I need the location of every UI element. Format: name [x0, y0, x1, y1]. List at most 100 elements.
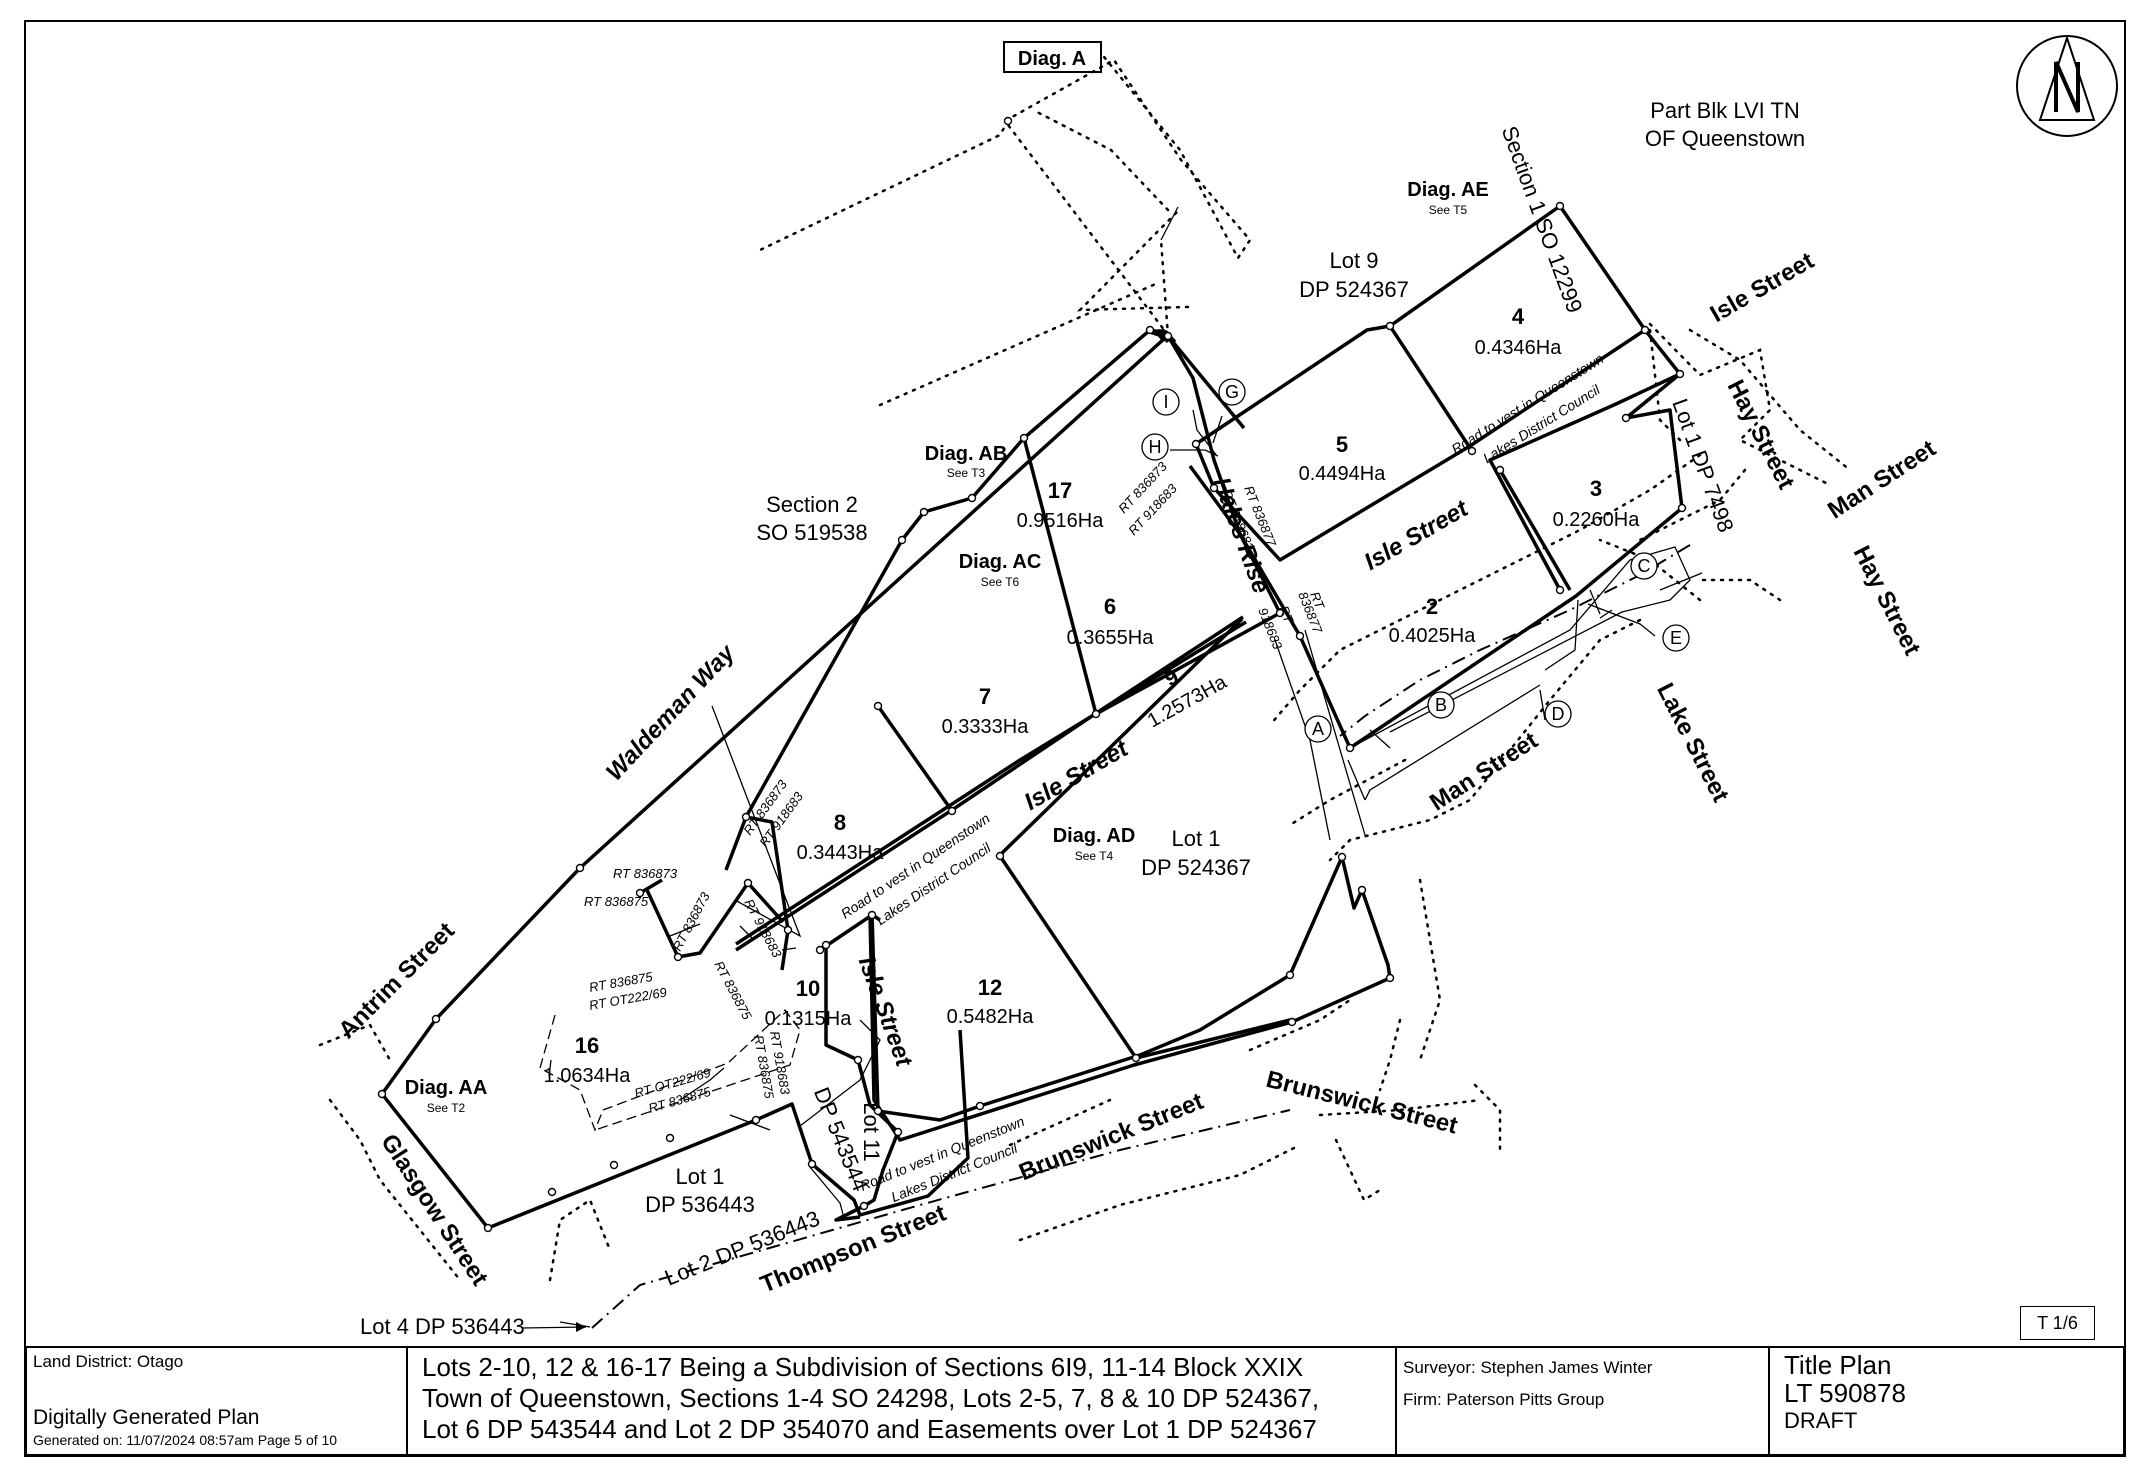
svg-text:Diag. AA: Diag. AA [405, 1077, 488, 1099]
diagram-a-label: Diag. A [1003, 41, 1102, 73]
svg-text:SO 519538: SO 519538 [756, 520, 867, 545]
svg-text:Isle Street: Isle Street [853, 953, 918, 1071]
title-block-plan: Title Plan LT 590878 DRAFT [1770, 1348, 2123, 1454]
svg-text:Lake Street: Lake Street [1651, 679, 1734, 807]
lot-5-area: 0.4494Ha [1299, 463, 1387, 485]
svg-text:RT 836875: RT 836875 [711, 958, 755, 1022]
title-block: Land District: Otago Digitally Generated… [25, 1346, 2125, 1456]
svg-text:Isle Street: Isle Street [1360, 495, 1474, 576]
lot-7-area: 0.3333Ha [942, 716, 1030, 738]
svg-text:RT 836873: RT 836873 [613, 866, 678, 881]
svg-text:H: H [1149, 437, 1162, 457]
svg-text:Section 1 SO 12299: Section 1 SO 12299 [1497, 123, 1588, 317]
lot-6-number: 6 [1104, 594, 1116, 619]
lot-17-area: 0.9516Ha [1017, 510, 1105, 532]
street-names: Isle Street Hay Street Man Street Hay St… [333, 247, 1940, 1298]
svg-text:See T3: See T3 [947, 466, 986, 480]
lot-6-area: 0.3655Ha [1067, 627, 1155, 649]
svg-text:Section 2: Section 2 [766, 492, 858, 517]
marker-d: D [1544, 700, 1572, 728]
description-line-1: Lots 2-10, 12 & 16-17 Being a Subdivisio… [422, 1352, 1304, 1382]
svg-text:See T2: See T2 [427, 1101, 466, 1115]
surveyor: Surveyor: Stephen James Winter [1403, 1358, 1653, 1377]
svg-text:RT 836875: RT 836875 [584, 894, 649, 909]
svg-text:Lot 11: Lot 11 [859, 1102, 884, 1162]
svg-text:Man Street: Man Street [1823, 435, 1941, 524]
svg-text:G: G [1225, 382, 1239, 402]
marker-c: C [1630, 552, 1658, 580]
svg-text:Diag. AB: Diag. AB [925, 443, 1008, 465]
plan-type: Digitally Generated Plan [33, 1406, 260, 1429]
title-block-description: Lots 2-10, 12 & 16-17 Being a Subdivisio… [408, 1348, 1397, 1454]
svg-text:See T6: See T6 [981, 575, 1020, 589]
lot-2-area: 0.4025Ha [1389, 625, 1477, 647]
svg-text:Isle Street: Isle Street [1706, 247, 1819, 328]
svg-text:DP 524367: DP 524367 [1299, 277, 1409, 302]
dotted-boundaries [318, 50, 1852, 1282]
plan-status: DRAFT [1784, 1408, 1858, 1433]
svg-text:Waldeman Way: Waldeman Way [601, 638, 741, 786]
lot4-leader [521, 1322, 587, 1332]
svg-text:I: I [1163, 392, 1168, 412]
land-district: Land District: Otago [33, 1352, 184, 1371]
svg-text:RT: RT [1276, 604, 1297, 626]
firm: Firm: Paterson Pitts Group [1403, 1390, 1605, 1409]
svg-text:Lot 9: Lot 9 [1330, 248, 1379, 273]
svg-text:See T4: See T4 [1075, 849, 1114, 863]
svg-text:Isle Street: Isle Street [1020, 735, 1134, 816]
easement-rt-lines [539, 1009, 801, 1132]
lot-10-area: 0.1315Ha [765, 1008, 853, 1030]
lot-12-area: 0.5482Ha [947, 1006, 1035, 1028]
description-line-3: Lot 6 DP 543544 and Lot 2 DP 354070 and … [422, 1414, 1317, 1444]
lot-8-number: 8 [834, 810, 846, 835]
svg-text:Thompson Street: Thompson Street [757, 1200, 950, 1299]
svg-text:C: C [1638, 556, 1651, 576]
svg-text:DP 536443: DP 536443 [645, 1192, 755, 1217]
description-line-2: Town of Queenstown, Sections 1-4 SO 2429… [422, 1383, 1320, 1413]
lot-3-number: 3 [1590, 476, 1602, 501]
lot-16-number: 16 [575, 1033, 599, 1058]
title: Title Plan [1784, 1350, 1892, 1380]
diagram-references: Diag. AE See T5 Diag. AB See T3 Diag. AC… [405, 179, 1489, 1115]
lot-10-number: 10 [796, 976, 820, 1001]
lot-2-number: 2 [1426, 594, 1438, 619]
lot-4-area: 0.4346Ha [1475, 337, 1563, 359]
marker-g: G [1218, 378, 1246, 406]
reference-markers: A B C D E G H I [1141, 378, 1690, 743]
sheet-frame [24, 20, 2126, 1457]
svg-text:Antrim Street: Antrim Street [333, 917, 460, 1044]
lot-5-number: 5 [1336, 432, 1348, 457]
svg-text:Lot 1: Lot 1 [1172, 826, 1221, 851]
marker-a: A [1304, 715, 1332, 743]
lot-4-number: 4 [1512, 304, 1525, 329]
marker-i: I [1152, 388, 1180, 416]
svg-text:DP 524367: DP 524367 [1141, 855, 1251, 880]
lot-3-area: 0.2260Ha [1553, 509, 1641, 531]
svg-text:Hay Street: Hay Street [1848, 542, 1926, 660]
svg-text:Lot 1: Lot 1 [676, 1164, 725, 1189]
svg-text:D: D [1552, 704, 1565, 724]
svg-text:E: E [1670, 628, 1682, 648]
survey-marks [377, 116, 1687, 1233]
lot-8-area: 0.3443Ha [797, 842, 885, 864]
title-block-surveyor: Surveyor: Stephen James Winter Firm: Pat… [1397, 1348, 1770, 1454]
lot-17-number: 17 [1048, 478, 1072, 503]
lot-7-number: 7 [979, 684, 991, 709]
svg-text:Brunswick Street: Brunswick Street [1263, 1066, 1460, 1140]
svg-text:See T5: See T5 [1429, 203, 1468, 217]
svg-text:B: B [1435, 695, 1447, 715]
title-block-district: Land District: Otago Digitally Generated… [27, 1348, 408, 1454]
svg-text:Diag. AE: Diag. AE [1407, 179, 1489, 201]
marker-b: B [1427, 691, 1455, 719]
svg-text:Lot 4 DP 536443: Lot 4 DP 536443 [360, 1314, 525, 1339]
marker-e: E [1662, 624, 1690, 652]
svg-text:OF Queenstown: OF Queenstown [1645, 126, 1805, 151]
generated-on: Generated on: 11/07/2024 08:57am Page 5 … [33, 1432, 338, 1448]
plan-number: LT 590878 [1784, 1378, 1906, 1408]
svg-text:Diag. A: Diag. A [1018, 48, 1086, 70]
marker-h: H [1141, 433, 1169, 461]
svg-text:A: A [1312, 719, 1324, 739]
svg-text:Diag. AC: Diag. AC [959, 551, 1042, 573]
svg-text:Hay Street: Hay Street [1722, 376, 1800, 494]
svg-text:RT 918683: RT 918683 [741, 896, 785, 960]
